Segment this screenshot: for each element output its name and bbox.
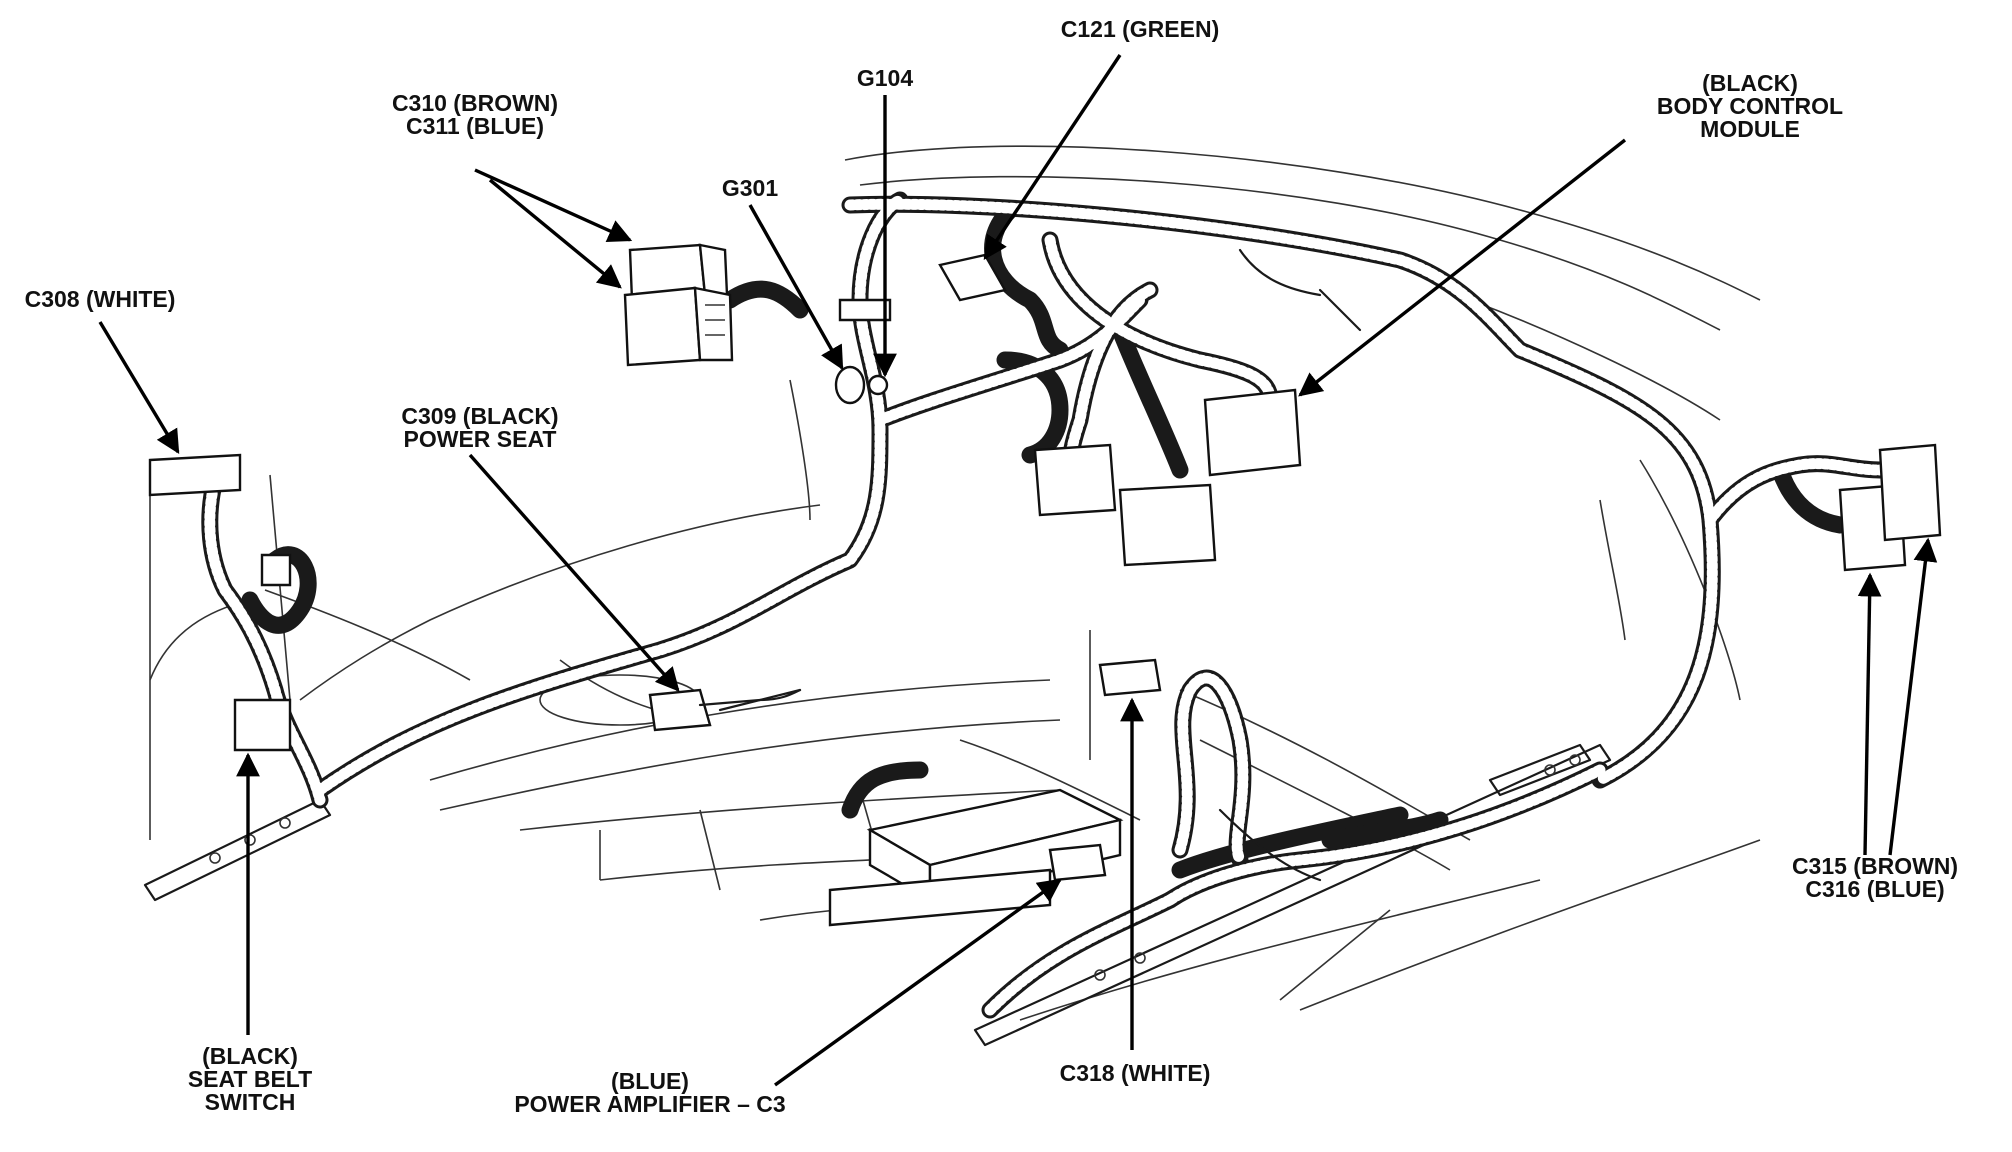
label-c121-line1: C121 (GREEN) [1060, 16, 1220, 42]
ground-g104 [838, 298, 892, 322]
label-seat-belt-line3: SWITCH [204, 1089, 296, 1115]
label-c309-line1: C309 (BLACK) [401, 403, 559, 429]
connector-c309 [648, 688, 802, 732]
label-g301-line1: G301 [721, 175, 779, 201]
label-c121: C121 (GREEN) [1040, 18, 1240, 41]
label-g104: G104 [840, 67, 930, 90]
connector-c121 [938, 253, 1007, 302]
connector-seat-belt-switch [233, 698, 292, 752]
vehicle-body-outline [149, 145, 1761, 1021]
label-c309: C309 (BLACK) POWER SEAT [370, 405, 590, 451]
label-c309-line2: POWER SEAT [403, 426, 557, 452]
label-c318-line1: C318 (WHITE) [1059, 1060, 1211, 1086]
connector-c316 [1878, 443, 1942, 542]
label-c308: C308 (WHITE) [0, 288, 200, 311]
label-body-control-module: (BLACK) BODY CONTROL MODULE [1630, 72, 1870, 141]
pigtail-wires [718, 248, 1362, 882]
label-c310-line: C310 (BROWN) [391, 90, 559, 116]
label-bcm-line2: BODY CONTROL [1656, 93, 1844, 119]
label-g301: G301 [705, 177, 795, 200]
floor-rail-right [973, 743, 1612, 1047]
label-c308-line1: C308 (WHITE) [24, 286, 176, 312]
power-amplifier [828, 788, 1124, 927]
label-bcm-line1: (BLACK) [1702, 70, 1798, 96]
label-c310-c311: C310 (BROWN) C311 (BLUE) [355, 92, 595, 138]
ground-g301 [834, 365, 889, 405]
label-seat-belt-switch: (BLACK) SEAT BELT SWITCH [165, 1045, 335, 1114]
connector-c311 [623, 286, 734, 367]
label-seat-belt-line1: (BLACK) [202, 1043, 298, 1069]
label-seat-belt-line2: SEAT BELT [187, 1066, 313, 1092]
label-amp-line1: (BLUE) [611, 1068, 689, 1094]
connector-module-2 [1118, 483, 1217, 567]
floor-rail-left [143, 798, 332, 902]
label-g104-line1: G104 [856, 65, 914, 91]
label-bcm-line3: MODULE [1700, 116, 1800, 142]
label-c315-c316: C315 (BROWN) C316 (BLUE) [1755, 855, 1995, 901]
connector-module-1 [1033, 443, 1117, 517]
connector-body-control-module [1203, 388, 1302, 477]
label-power-amplifier: (BLUE) POWER AMPLIFIER – C3 [470, 1070, 830, 1116]
label-c315-line: C315 (BROWN) [1791, 853, 1959, 879]
label-c318: C318 (WHITE) [1035, 1062, 1235, 1085]
wire-harness-texture [204, 194, 1886, 1016]
label-amp-line2: POWER AMPLIFIER – C3 [514, 1091, 786, 1117]
label-c316-line: C316 (BLUE) [1805, 876, 1945, 902]
connector-c318 [1098, 658, 1162, 697]
connector-c308 [148, 453, 242, 497]
connector-small-left [260, 553, 292, 587]
leader-arrows [98, 54, 1938, 1087]
label-c311-line: C311 (BLUE) [405, 113, 545, 139]
